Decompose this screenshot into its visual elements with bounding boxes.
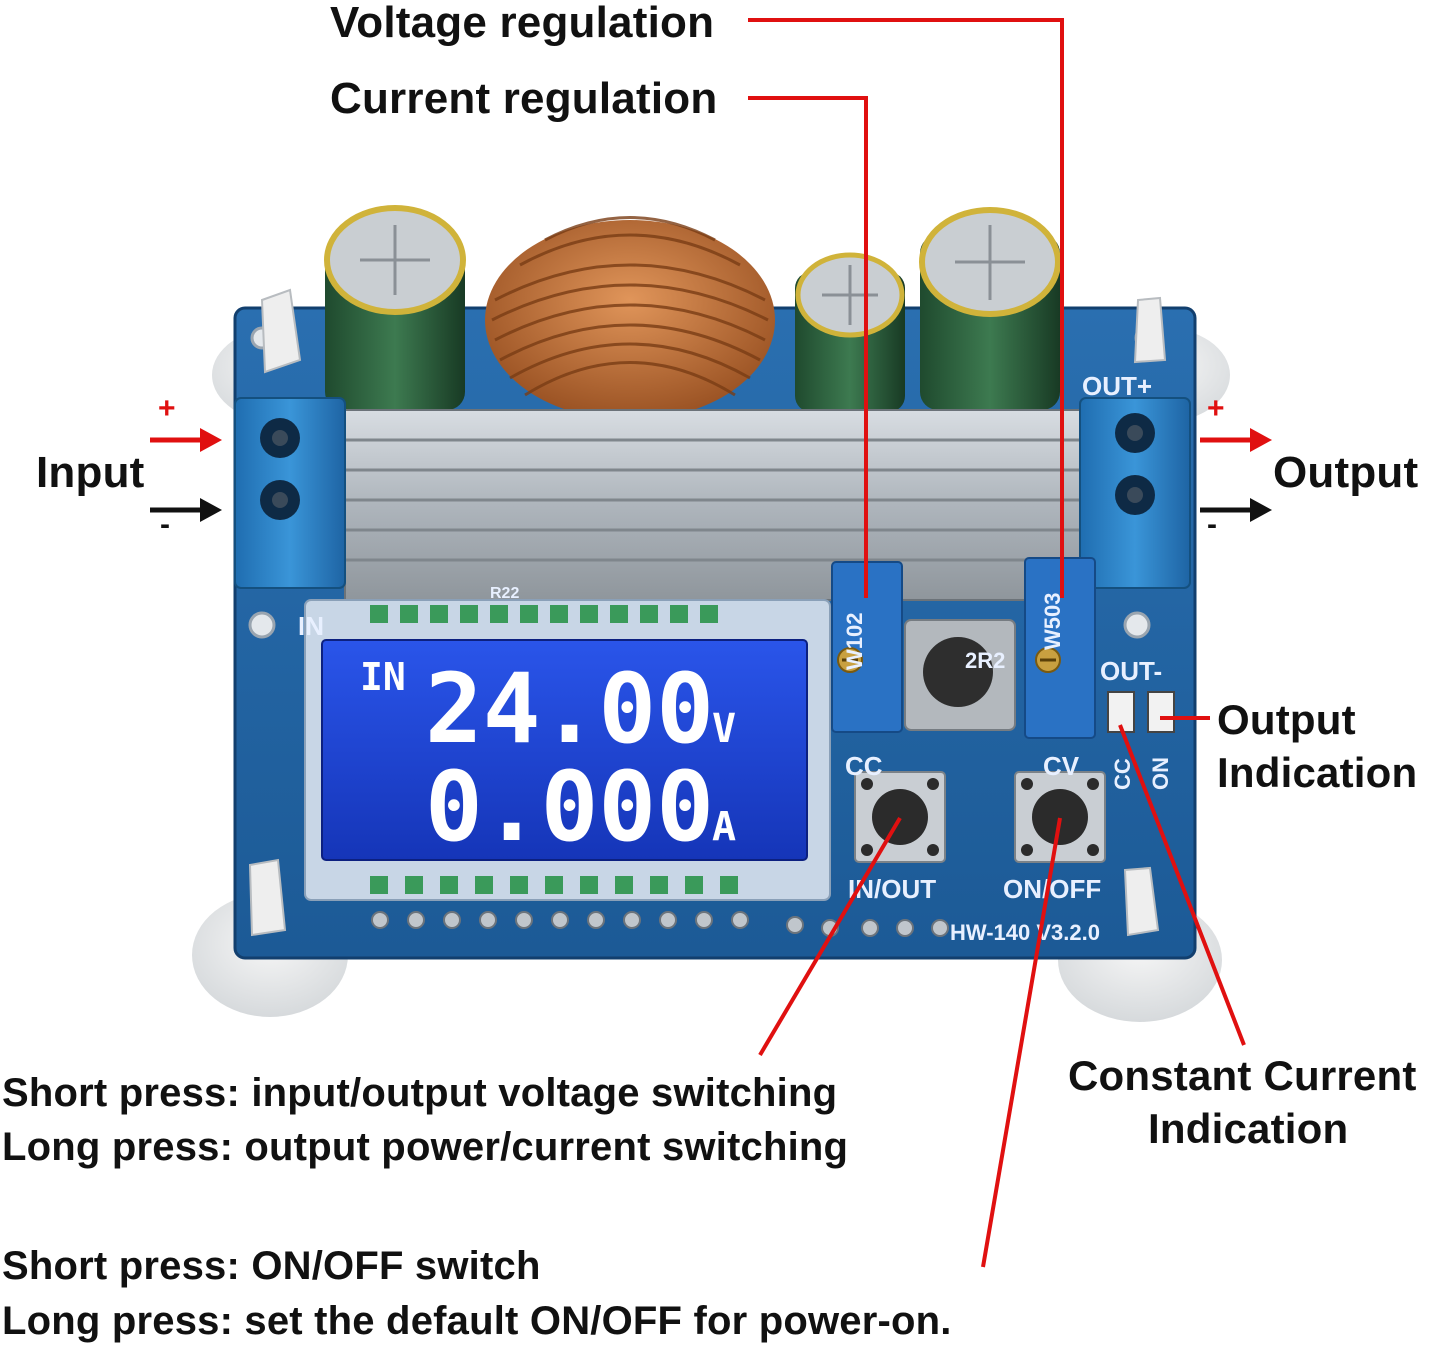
- label-cv: CV: [1043, 751, 1080, 781]
- callout-line-onoff: [981, 817, 1062, 1268]
- output-arrows: [1200, 428, 1272, 522]
- standoffs: [248, 288, 1167, 937]
- label-r22: R22: [490, 585, 519, 602]
- label-cc: CC: [845, 751, 883, 781]
- output-plus-sign: +: [1207, 392, 1225, 425]
- input-label: Input: [36, 448, 145, 497]
- output-terminal-block: [1079, 397, 1191, 589]
- callout-line-inout: [758, 816, 902, 1057]
- onoff-short-press-text: Short press: ON/OFF switch: [2, 1244, 541, 1288]
- smd-inductor: [904, 619, 1016, 731]
- current-potentiometer: [831, 561, 903, 733]
- lcd-current-unit: A: [712, 804, 736, 850]
- label-inout: IN/OUT: [848, 874, 936, 904]
- lcd-voltage-value: 24.00: [425, 653, 714, 765]
- output-minus-sign: -: [1207, 508, 1217, 541]
- callout-line-voltage: [748, 18, 1064, 598]
- label-led-on: ON: [1148, 757, 1173, 790]
- current-regulation-label: Current regulation: [330, 74, 718, 123]
- toroid-inductor: [485, 216, 775, 420]
- label-led-cc: CC: [1110, 758, 1135, 790]
- inout-long-press-text: Long press: output power/current switchi…: [2, 1125, 849, 1169]
- voltage-regulation-label: Voltage regulation: [330, 0, 715, 47]
- label-onoff: ON/OFF: [1003, 874, 1101, 904]
- onoff-button: [1014, 771, 1106, 863]
- header-pins: [371, 911, 949, 937]
- constant-current-label-line1: Constant Current: [1068, 1052, 1417, 1099]
- label-pot-right: W503: [1040, 593, 1065, 650]
- label-pot-left: W102: [842, 613, 867, 670]
- output-indication-label-line2: Indication: [1217, 749, 1418, 796]
- label-out-plus: OUT+: [1082, 371, 1152, 401]
- label-model: HW-140 V3.2.0: [950, 920, 1100, 945]
- label-in: IN: [298, 611, 324, 641]
- callout-lines: [748, 18, 1246, 1268]
- lcd-mode: IN: [360, 655, 406, 699]
- inout-button: [854, 771, 946, 863]
- lcd-current-value: 0.000: [425, 751, 714, 863]
- callout-line-current: [748, 96, 868, 598]
- label-out-minus: OUT-: [1100, 656, 1162, 686]
- inout-short-press-text: Short press: input/output voltage switch…: [2, 1071, 838, 1115]
- lcd-module: IN 24.00 V 0.000 A: [304, 599, 831, 901]
- capacitors: [324, 205, 1061, 412]
- input-minus-sign: -: [160, 508, 170, 541]
- label-inductor: 2R2: [965, 648, 1005, 673]
- input-arrows: [150, 428, 222, 522]
- status-leds: [1107, 691, 1175, 733]
- heatsink: [344, 409, 1086, 601]
- callout-line-cc-indication: [1118, 724, 1246, 1046]
- lcd-voltage-unit: V: [712, 706, 736, 752]
- input-plus-sign: +: [158, 392, 176, 425]
- constant-current-label-line2: Indication: [1148, 1105, 1349, 1152]
- output-label: Output: [1273, 448, 1419, 497]
- input-terminal-block: [234, 397, 346, 589]
- onoff-long-press-text: Long press: set the default ON/OFF for p…: [2, 1299, 952, 1343]
- output-indication-label-line1: Output: [1217, 696, 1356, 743]
